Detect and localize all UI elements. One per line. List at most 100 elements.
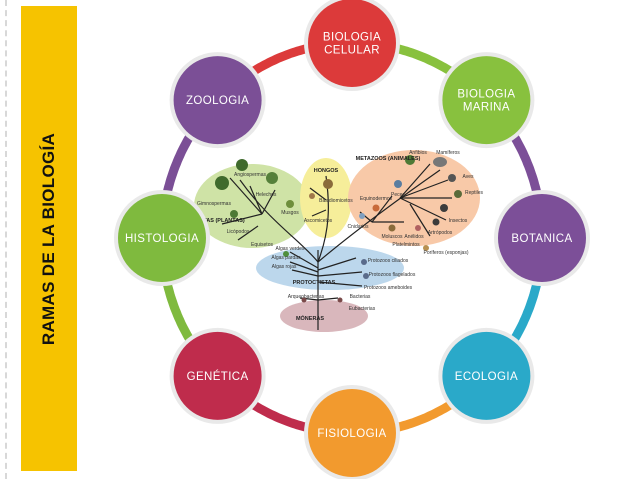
moss-icon (286, 200, 294, 208)
tree-icon (215, 176, 229, 190)
branch-node-zoologia: ZOOLOGIA (169, 52, 266, 149)
region-protoctistas (256, 246, 404, 290)
bacteria-icon (301, 297, 307, 303)
tree-label: Equinodermos (360, 196, 393, 202)
bacteria-icon (337, 297, 343, 303)
fish-icon (394, 180, 402, 188)
snail-icon (388, 224, 396, 232)
tree-label: Licópodos (227, 229, 250, 235)
branch-label-biologia-celular: BIOLOGIA (323, 32, 381, 44)
tree-label: Arqueobacterias (288, 294, 325, 300)
branch-label-ecologia: ECOLOGIA (455, 371, 518, 383)
region-hongos (300, 158, 352, 238)
branch-node-disc (173, 56, 262, 145)
branch-node-disc (308, 0, 396, 87)
branch-label-zoologia: ZOOLOGIA (186, 95, 249, 107)
connector-ring (162, 43, 542, 433)
starfish-icon (372, 204, 380, 212)
branch-label-botanica: BOTANICA (511, 233, 572, 245)
region-label-metafitas: METAFITAS (PLANTAS) (183, 218, 245, 224)
tree-label: Artrópodos (428, 230, 453, 236)
connector-ecologia (507, 276, 542, 347)
branch-label-genetica: GENÉTICA (187, 370, 249, 383)
region-label-metazoos: METAZOOS (ANIMALES) (356, 156, 421, 162)
tree-label: Helechos (256, 192, 277, 198)
branch-nodes: BIOLOGIACELULARBIOLOGIAMARINABOTANICAECO… (114, 0, 590, 479)
tree-label: Equisetos (251, 242, 273, 248)
region-label-hongos: HONGOS (314, 168, 339, 174)
jellyfish-icon (359, 213, 365, 219)
branch-node-histologia: HISTOLOGIA (114, 190, 210, 286)
connector-fisiologia (388, 398, 459, 433)
organism-icons (215, 155, 462, 303)
branch-node-disc (118, 194, 206, 282)
branch-label-biologia-marina: MARINA (463, 102, 510, 114)
spider-icon (440, 204, 448, 212)
branch-node-disc (442, 331, 531, 420)
branch-label-biologia-celular: CELULAR (324, 45, 380, 57)
tree-label: Moluscos (381, 234, 403, 240)
mushroom-icon (309, 193, 315, 199)
page-edge-line (5, 0, 7, 479)
branch-node-disc (173, 331, 262, 420)
branch-node-ecologia: ECOLOGIA (438, 327, 535, 424)
frog-icon (405, 155, 415, 165)
branch-node-genetica: GENÉTICA (169, 327, 266, 424)
bird-icon (448, 174, 456, 182)
tree-label: Algas verdes (276, 246, 305, 252)
tree-label: Cnidarios (347, 224, 369, 230)
branch-node-disc (308, 389, 396, 477)
tree-label: Algas rojas (272, 264, 297, 270)
tree-label: Basidiomicetos (319, 198, 353, 204)
tree-label: Platelmintos (392, 242, 420, 248)
connector-genetica (245, 398, 316, 433)
branch-label-fisiologia: FISIOLOGIA (317, 428, 386, 440)
sponge-icon (423, 245, 429, 251)
tree-label: Bacterias (350, 294, 371, 300)
tree-label: Anfibios (409, 150, 427, 156)
insect-icon (432, 218, 440, 226)
connector-biologia-marina (388, 43, 459, 78)
fern-icon (266, 172, 278, 184)
elephant-icon (433, 157, 447, 167)
tree-label: Protozoos ciliados (368, 258, 409, 264)
branch-node-botanica: BOTANICA (494, 190, 590, 286)
reptile-icon (454, 190, 462, 198)
tree-label: Musgos (281, 210, 299, 216)
tree-label: Angiospermas (234, 172, 266, 178)
connector-botanica (507, 129, 542, 200)
region-label-moneras: MÓNERAS (296, 314, 324, 322)
region-label-protoctistas: PROTOCTISTAS (293, 280, 336, 286)
branch-label-histologia: HISTOLOGIA (125, 233, 199, 245)
connector-zoologia (162, 129, 197, 200)
plant-icon (230, 210, 238, 218)
branch-node-disc (442, 56, 531, 145)
tree-label: Mamíferos (436, 150, 460, 156)
tree-label: Protozoos flagelados (369, 272, 416, 278)
tree-label: Reptiles (465, 190, 484, 196)
mushroom-icon (323, 179, 333, 189)
tree-label: Poríferos (esponjas) (423, 250, 468, 256)
title-sidebar: RAMAS DE LA BIOLOGÍA (21, 6, 77, 471)
tree-branches (221, 163, 452, 330)
region-labels: METAFITAS (PLANTAS) HONGOS METAZOOS (ANI… (183, 156, 420, 322)
tree-label: Peces (391, 192, 405, 198)
tree-of-life-illustration: METAFITAS (PLANTAS) HONGOS METAZOOS (ANI… (183, 150, 484, 332)
tree-label: Gimnospermas (197, 201, 231, 207)
tree-label: Ascomicetos (304, 218, 333, 224)
branch-label-biologia-marina: BIOLOGIA (457, 89, 515, 101)
connector-histologia (162, 276, 197, 347)
organism-labels: Angiospermas Gimnospermas Helechos Musgo… (197, 150, 483, 312)
tree-label: Eubacterias (349, 306, 376, 312)
tree-icon (236, 159, 248, 171)
connector-biologia-celular (245, 43, 316, 78)
protozoa-icon (361, 259, 367, 265)
tree-label: Insectos (449, 218, 468, 224)
tree-label: Protozoos ameboides (364, 285, 413, 291)
tree-label: Anélidos (404, 234, 424, 240)
tree-label: Algas pardas (271, 255, 301, 261)
region-moneras (280, 300, 368, 332)
